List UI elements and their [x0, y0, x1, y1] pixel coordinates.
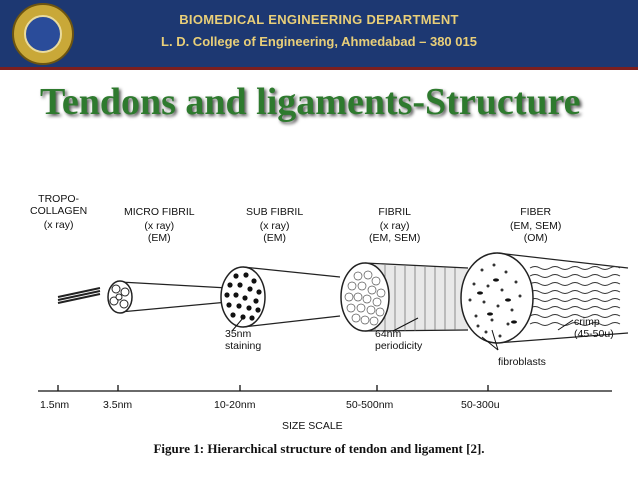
level-fibril-label: FIBRIL (x ray) (EM, SEM): [369, 206, 421, 244]
microfibril-icon: [107, 280, 229, 314]
level-microfibril-label: MICRO FIBRIL (x ray) (EM): [124, 206, 195, 244]
scale-tick-label: 1.5nm: [40, 399, 70, 411]
college-logo-icon: [12, 3, 74, 65]
subfibril-icon: [220, 266, 341, 328]
annotation-leaders: [231, 317, 574, 351]
fibroblasts-annotation: fibroblasts: [498, 356, 546, 368]
college-name: L. D. College of Engineering, Ahmedabad …: [161, 34, 477, 49]
size-scale-label: SIZE SCALE: [282, 420, 343, 432]
header-bar: BIOMEDICAL ENGINEERING DEPARTMENT L. D. …: [0, 0, 638, 70]
level-subfibril-label: SUB FIBRIL (x ray) (EM): [246, 206, 304, 244]
scale-tick-label: 50-300u: [461, 399, 500, 411]
fibril-icon: [340, 262, 469, 332]
scale-tick-label: 10-20nm: [214, 399, 256, 411]
scale-tick-label: 50-500nm: [346, 399, 394, 411]
level-tropocollagen-label: TROPO- COLLAGEN (x ray): [30, 193, 88, 231]
figure-caption: Figure 1: Hierarchical structure of tend…: [153, 441, 485, 456]
slide-title: Tendons and ligaments-Structure: [40, 81, 581, 123]
scale-tick-label: 3.5nm: [103, 399, 133, 411]
fiber-icon: [460, 252, 629, 344]
size-scale-axis: [38, 385, 612, 392]
staining-annotation: 35nm staining: [225, 328, 262, 352]
department-name: BIOMEDICAL ENGINEERING DEPARTMENT: [179, 12, 459, 27]
crimp-annotation: crimp (45-50u): [574, 316, 614, 340]
periodicity-annotation: 64nm periodicity: [375, 328, 423, 352]
tropocollagen-helix-icon: [57, 287, 101, 304]
level-fiber-label: FIBER (EM, SEM) (OM): [510, 206, 562, 244]
